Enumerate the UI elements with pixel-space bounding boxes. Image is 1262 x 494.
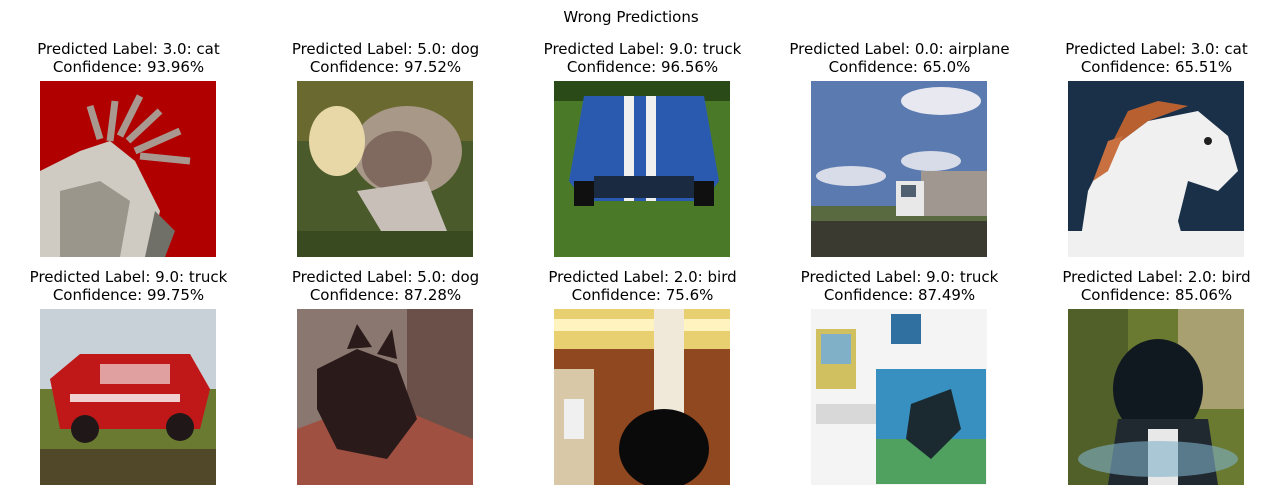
panel-caption: Predicted Label: 5.0: dog Confidence: 87… [257, 268, 514, 304]
image-thumbnail [40, 309, 216, 485]
image-thumbnail [40, 81, 216, 257]
predicted-label: Predicted Label: 3.0: cat [37, 40, 220, 58]
image-thumbnail [1068, 309, 1244, 485]
panel-3: Predicted Label: 9.0: truck Confidence: … [514, 40, 771, 265]
confidence-label: Confidence: 87.49% [823, 286, 976, 304]
predicted-label: Predicted Label: 2.0: bird [548, 268, 737, 286]
confidence-label: Confidence: 87.28% [309, 286, 462, 304]
predicted-label: Predicted Label: 5.0: dog [291, 40, 480, 58]
confidence-label: Confidence: 99.75% [52, 286, 205, 304]
panel-caption: Predicted Label: 5.0: dog Confidence: 97… [257, 40, 514, 76]
confidence-label: Confidence: 65.51% [1080, 58, 1233, 76]
panel-5: Predicted Label: 3.0: cat Confidence: 65… [1028, 40, 1262, 265]
panel-caption: Predicted Label: 9.0: truck Confidence: … [514, 40, 771, 76]
confidence-label: Confidence: 75.6% [571, 286, 714, 304]
image-thumbnail [1068, 81, 1244, 257]
predicted-label: Predicted Label: 0.0: airplane [789, 40, 1010, 58]
panel-1: Predicted Label: 3.0: cat Confidence: 93… [0, 40, 257, 265]
figure-title: Wrong Predictions [563, 8, 699, 26]
panel-6: Predicted Label: 9.0: truck Confidence: … [0, 268, 257, 493]
panel-8: Predicted Label: 2.0: bird Confidence: 7… [514, 268, 771, 493]
image-thumbnail [297, 309, 473, 485]
confidence-label: Confidence: 96.56% [566, 58, 719, 76]
panel-caption: Predicted Label: 9.0: truck Confidence: … [771, 268, 1028, 304]
panel-caption: Predicted Label: 0.0: airplane Confidenc… [771, 40, 1028, 76]
panel-caption: Predicted Label: 2.0: bird Confidence: 8… [1028, 268, 1262, 304]
predicted-label: Predicted Label: 3.0: cat [1065, 40, 1248, 58]
predicted-label: Predicted Label: 9.0: truck [543, 40, 742, 58]
image-thumbnail [554, 81, 730, 257]
predicted-label: Predicted Label: 5.0: dog [291, 268, 480, 286]
confidence-label: Confidence: 85.06% [1080, 286, 1233, 304]
prediction-grid: Predicted Label: 3.0: cat Confidence: 93… [0, 40, 1262, 490]
panel-caption: Predicted Label: 9.0: truck Confidence: … [0, 268, 257, 304]
panel-caption: Predicted Label: 3.0: cat Confidence: 65… [1028, 40, 1262, 76]
panel-7: Predicted Label: 5.0: dog Confidence: 87… [257, 268, 514, 493]
predicted-label: Predicted Label: 2.0: bird [1062, 268, 1251, 286]
panel-caption: Predicted Label: 2.0: bird Confidence: 7… [514, 268, 771, 304]
panel-caption: Predicted Label: 3.0: cat Confidence: 93… [0, 40, 257, 76]
confidence-label: Confidence: 97.52% [309, 58, 462, 76]
panel-4: Predicted Label: 0.0: airplane Confidenc… [771, 40, 1028, 265]
confidence-label: Confidence: 93.96% [52, 58, 205, 76]
image-thumbnail [811, 81, 987, 257]
panel-10: Predicted Label: 2.0: bird Confidence: 8… [1028, 268, 1262, 493]
image-thumbnail [554, 309, 730, 485]
confidence-label: Confidence: 65.0% [828, 58, 971, 76]
image-thumbnail [811, 309, 987, 485]
image-thumbnail [297, 81, 473, 257]
predicted-label: Predicted Label: 9.0: truck [29, 268, 228, 286]
panel-9: Predicted Label: 9.0: truck Confidence: … [771, 268, 1028, 493]
panel-2: Predicted Label: 5.0: dog Confidence: 97… [257, 40, 514, 265]
predicted-label: Predicted Label: 9.0: truck [800, 268, 999, 286]
